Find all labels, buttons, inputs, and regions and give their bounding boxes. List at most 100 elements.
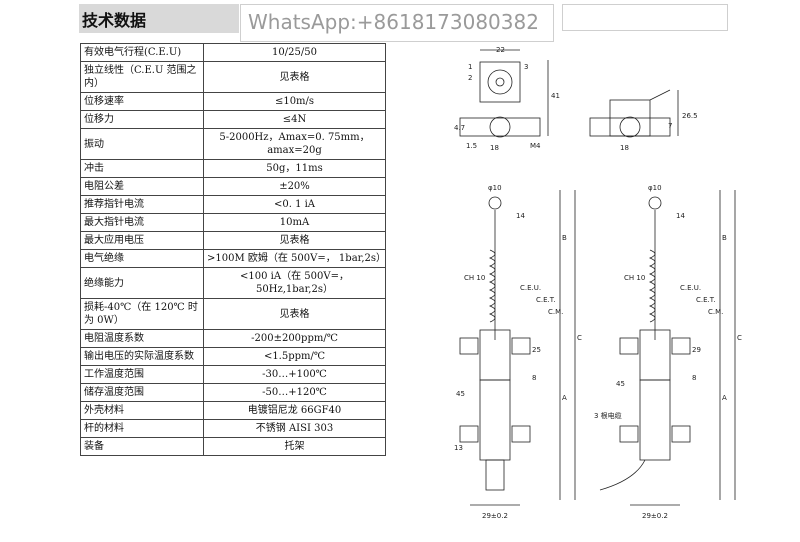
dim-c-left: C [577,334,582,342]
dim-4-7: 4.7 [454,124,465,132]
dim-c-right: C [737,334,742,342]
spec-label: 损耗-40℃（在 120℃ 时为 0W） [80,298,204,330]
dim-b-left: B [562,234,567,242]
spec-label: 最大应用电压 [80,231,204,250]
dim-ceu-left: C.E.U. [520,284,541,292]
connector-head [479,61,521,103]
dim-14-right: 14 [676,212,685,220]
dim-29: 29 [692,346,701,354]
dim-ch10-right: CH 10 [624,274,645,282]
spec-label: 冲击 [80,159,204,178]
callout-3: 3 [524,63,528,71]
spec-value: 托架 [203,437,386,456]
spec-label: 推荐指针电流 [80,195,204,214]
spec-value: <0. 1 iA [203,195,386,214]
dim-29pm02-left: 29±0.2 [482,512,508,520]
spec-row: 工作温度范围-30…+100℃ [80,365,386,384]
spec-row: 有效电气行程(C.E.U)10/25/50 [80,43,386,62]
spec-row: 独立线性（C.E.U 范围之内）见表格 [80,61,386,93]
spec-row: 位移力≤4N [80,110,386,129]
spec-value: <1.5ppm/℃ [203,347,386,366]
watermark-box-left [240,4,554,42]
dim-m4: M4 [530,142,541,150]
spec-value: 不锈钢 AISI 303 [203,419,386,438]
spec-value: >100M 欧姆（在 500V=， 1bar,2s） [203,249,386,268]
callout-2: 2 [468,74,472,82]
spec-label: 绝缘能力 [80,267,204,299]
spec-label: 杆的材料 [80,419,204,438]
spec-value: ≤4N [203,110,386,129]
spec-label: 装备 [80,437,204,456]
spec-row: 储存温度范围-50…+120℃ [80,383,386,402]
spec-row: 损耗-40℃（在 120℃ 时为 0W）见表格 [80,298,386,330]
spec-row: 最大应用电压见表格 [80,231,386,250]
rod-eye-left [488,196,502,210]
dim-b-right: B [722,234,727,242]
spec-value: ±20% [203,177,386,196]
dim-45-left: 45 [456,390,465,398]
spec-label: 位移速率 [80,92,204,111]
spec-label: 储存温度范围 [80,383,204,402]
spec-label: 最大指针电流 [80,213,204,232]
spec-label: 外壳材料 [80,401,204,420]
spec-label: 电气绝缘 [80,249,204,268]
spec-value: -200±200ppm/℃ [203,329,386,348]
spec-row: 位移速率≤10m/s [80,92,386,111]
spec-row: 外壳材料电镀铝尼龙 66GF40 [80,401,386,420]
dim-8-right: 8 [692,374,696,382]
dim-25: 25 [532,346,541,354]
callout-1: 1 [468,63,472,71]
cable-icon [599,459,646,491]
spec-value: 见表格 [203,298,386,330]
rod-eye-right [648,196,662,210]
spec-row: 装备托架 [80,437,386,456]
dim-18: 18 [490,144,499,152]
dim-14-left: 14 [516,212,525,220]
watermark-text: WhatsApp:+8618173080382 [248,10,539,34]
dimension-drawing: 22 41 4.7 18 1.5 M4 1 2 3 26.5 7 18 φ10 … [454,46,742,520]
spec-label: 电阻温度系数 [80,329,204,348]
mounting-base-left [459,117,541,137]
dim-a-right: A [722,394,727,402]
dim-41: 41 [551,92,560,100]
spec-row: 输出电压的实际温度系数<1.5ppm/℃ [80,347,386,366]
spec-value: -50…+120℃ [203,383,386,402]
spec-value: 电镀铝尼龙 66GF40 [203,401,386,420]
dim-cet-left: C.E.T. [536,296,555,304]
dim-ch10-left: CH 10 [464,274,485,282]
dim-3wires: 3 根电缆 [594,411,622,420]
dim-26-5: 26.5 [682,112,698,120]
spec-label: 位移力 [80,110,204,129]
connector-face-icon [487,69,513,95]
spec-value: 50g，11ms [203,159,386,178]
dim-cm-right: C.M. [708,308,723,316]
dim-45-right: 45 [616,380,625,388]
dim-phi10-right: φ10 [648,184,662,192]
spec-row: 电阻公差±20% [80,177,386,196]
dim-cet-right: C.E.T. [696,296,715,304]
spec-label: 独立线性（C.E.U 范围之内） [80,61,204,93]
spec-label: 电阻公差 [80,177,204,196]
dim-phi10-left: φ10 [488,184,502,192]
dim-8-left: 8 [532,374,536,382]
dim-a-left: A [562,394,567,402]
dim-ceu-right: C.E.U. [680,284,701,292]
spec-label: 输出电压的实际温度系数 [80,347,204,366]
dim-18-right: 18 [620,144,629,152]
spec-label: 工作温度范围 [80,365,204,384]
watermark-box-right [562,4,728,31]
spec-value: 10mA [203,213,386,232]
spec-row: 推荐指针电流<0. 1 iA [80,195,386,214]
dim-13: 13 [454,444,463,452]
mounting-base-right [589,117,671,137]
dim-1-5: 1.5 [466,142,477,150]
spec-label: 有效电气行程(C.E.U) [80,43,204,62]
dim-7: 7 [668,122,672,130]
header-band [79,4,239,33]
page-title: 技术数据 [82,11,147,30]
spec-value: 5-2000Hz，Amax=0. 75mm，amax=20g [203,128,386,160]
